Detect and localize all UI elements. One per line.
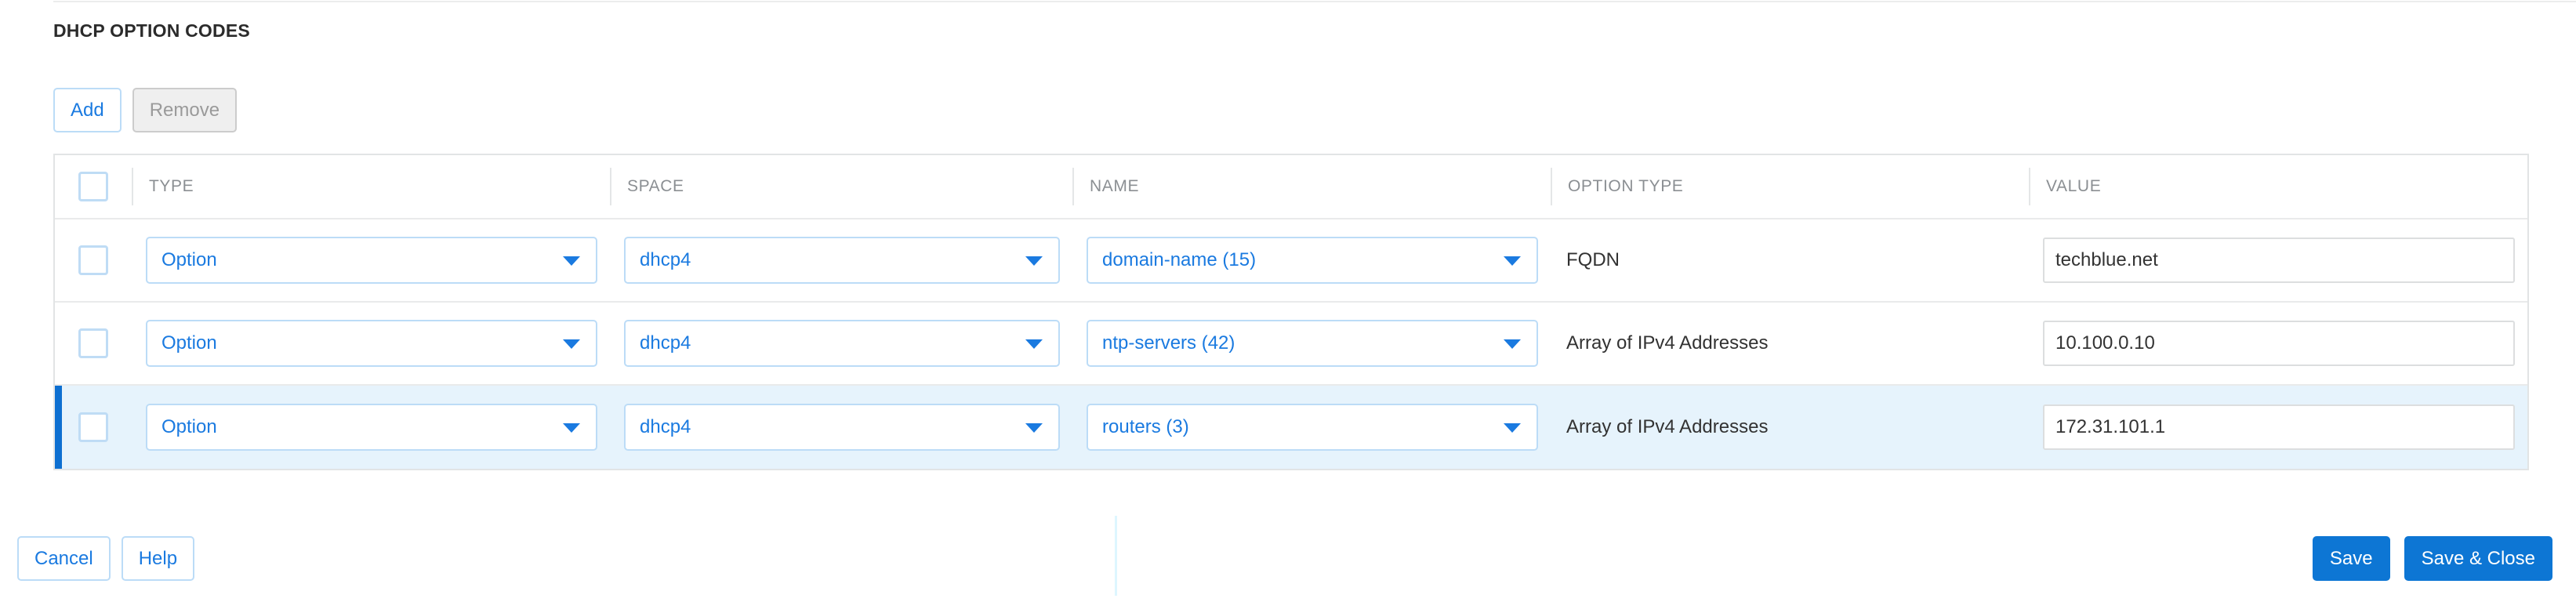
chevron-down-icon (1504, 423, 1521, 433)
cell-value: techblue.net (2029, 238, 2527, 283)
cell-space: dhcp4 (610, 237, 1072, 284)
page-title: DHCP OPTION CODES (53, 20, 250, 41)
cell-name: ntp-servers (42) (1072, 320, 1551, 367)
table-row[interactable]: Option dhcp4 domain-name (15) FQDN techb… (55, 219, 2527, 303)
cell-value: 172.31.101.1 (2029, 404, 2527, 450)
space-select[interactable]: dhcp4 (624, 404, 1060, 451)
option-type-text: Array of IPv4 Addresses (1566, 332, 1769, 354)
cell-type: Option (132, 404, 610, 451)
select-all-checkbox[interactable] (78, 172, 108, 201)
cell-option-type: FQDN (1551, 249, 2029, 271)
chevron-down-icon (1504, 339, 1521, 349)
cell-option-type: Array of IPv4 Addresses (1551, 416, 2029, 438)
type-select[interactable]: Option (146, 320, 597, 367)
space-select[interactable]: dhcp4 (624, 237, 1060, 284)
table-header-row: TYPE SPACE NAME OPTION TYPE VALUE (55, 155, 2527, 219)
space-select-value: dhcp4 (640, 416, 691, 437)
footer-left-actions: Cancel Help (17, 536, 195, 581)
row-checkbox[interactable] (78, 328, 108, 358)
cell-option-type: Array of IPv4 Addresses (1551, 332, 2029, 354)
name-select[interactable]: domain-name (15) (1087, 237, 1538, 284)
column-header-option-type-label: OPTION TYPE (1551, 168, 2029, 205)
chevron-down-icon (1504, 256, 1521, 266)
type-select[interactable]: Option (146, 404, 597, 451)
row-checkbox[interactable] (78, 245, 108, 275)
select-all-cell (55, 172, 132, 201)
add-button[interactable]: Add (53, 88, 122, 132)
chevron-down-icon (1025, 339, 1043, 349)
chevron-down-icon (1025, 423, 1043, 433)
cell-space: dhcp4 (610, 320, 1072, 367)
column-header-value[interactable]: VALUE (2029, 168, 2527, 205)
chevron-down-icon (563, 256, 580, 266)
type-select-value: Option (161, 249, 217, 270)
column-header-name-label: NAME (1072, 168, 1551, 205)
help-button[interactable]: Help (121, 536, 195, 581)
name-select-value: routers (3) (1102, 416, 1189, 437)
cancel-button[interactable]: Cancel (17, 536, 111, 581)
chevron-down-icon (1025, 256, 1043, 266)
cell-name: routers (3) (1072, 404, 1551, 451)
option-type-text: FQDN (1566, 249, 1620, 270)
save-and-close-button[interactable]: Save & Close (2404, 536, 2552, 581)
type-select-value: Option (161, 332, 217, 354)
column-header-type[interactable]: TYPE (132, 168, 610, 205)
option-type-text: Array of IPv4 Addresses (1566, 416, 1769, 437)
type-select-value: Option (161, 416, 217, 437)
type-select[interactable]: Option (146, 237, 597, 284)
table-row[interactable]: Option dhcp4 routers (3) Array of IPv4 A… (55, 386, 2527, 469)
cell-value: 10.100.0.10 (2029, 321, 2527, 366)
column-header-type-label: TYPE (132, 168, 610, 205)
row-select-cell (55, 412, 132, 442)
value-input[interactable]: 172.31.101.1 (2043, 404, 2515, 450)
cell-space: dhcp4 (610, 404, 1072, 451)
space-select-value: dhcp4 (640, 332, 691, 354)
cell-type: Option (132, 237, 610, 284)
row-select-cell (55, 328, 132, 358)
column-header-value-label: VALUE (2029, 168, 2527, 205)
top-divider (53, 1, 2576, 2)
name-select[interactable]: ntp-servers (42) (1087, 320, 1538, 367)
remove-button[interactable]: Remove (132, 88, 238, 132)
save-button[interactable]: Save (2312, 536, 2390, 581)
row-select-cell (55, 245, 132, 275)
footer-divider (1115, 516, 1117, 596)
chevron-down-icon (563, 339, 580, 349)
space-select[interactable]: dhcp4 (624, 320, 1060, 367)
column-header-name[interactable]: NAME (1072, 168, 1551, 205)
dhcp-option-codes-table: TYPE SPACE NAME OPTION TYPE VALUE Option… (53, 154, 2529, 470)
value-input[interactable]: techblue.net (2043, 238, 2515, 283)
name-select-value: ntp-servers (42) (1102, 332, 1235, 354)
space-select-value: dhcp4 (640, 249, 691, 270)
chevron-down-icon (563, 423, 580, 433)
table-toolbar: Add Remove (53, 88, 238, 132)
column-header-space[interactable]: SPACE (610, 168, 1072, 205)
name-select-value: domain-name (15) (1102, 249, 1257, 270)
column-header-space-label: SPACE (610, 168, 1072, 205)
footer-right-actions: Save Save & Close (2312, 536, 2552, 581)
cell-type: Option (132, 320, 610, 367)
row-checkbox[interactable] (78, 412, 108, 442)
table-row[interactable]: Option dhcp4 ntp-servers (42) Array of I… (55, 303, 2527, 386)
name-select[interactable]: routers (3) (1087, 404, 1538, 451)
value-input[interactable]: 10.100.0.10 (2043, 321, 2515, 366)
column-header-option-type[interactable]: OPTION TYPE (1551, 168, 2029, 205)
cell-name: domain-name (15) (1072, 237, 1551, 284)
